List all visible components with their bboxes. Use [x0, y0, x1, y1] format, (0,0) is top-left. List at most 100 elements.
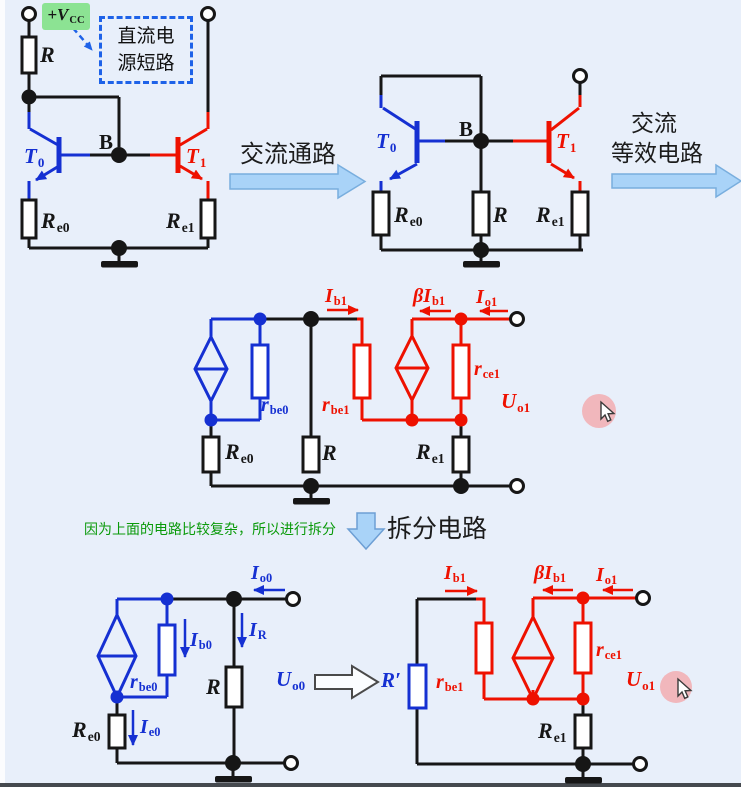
down-arrow-split	[346, 512, 386, 551]
resistor-rbe1	[352, 343, 372, 400]
label-rbe0: rbe0	[130, 671, 158, 695]
label-T0: T0	[376, 129, 397, 155]
terminal-output	[635, 590, 651, 606]
t1-emitter-arrow	[179, 164, 203, 181]
label-Io0: Io0	[251, 562, 273, 586]
label-Ib0: Ib0	[190, 629, 212, 653]
t1-wires-red	[513, 95, 582, 192]
node-blue	[160, 592, 174, 606]
resistor-Re0	[201, 435, 221, 474]
wires-blue	[209, 317, 262, 422]
resistor-Re1	[451, 435, 471, 474]
label-T1: T1	[556, 129, 577, 155]
label-Ie0: Ie0	[140, 716, 161, 740]
mouse-pointer-icon	[600, 400, 616, 423]
ground-node	[575, 756, 591, 772]
node-red	[576, 591, 590, 605]
resistor-Re1	[573, 713, 593, 750]
right-arrow-ac-path	[229, 163, 367, 200]
terminal-ground	[283, 755, 299, 771]
label-R: R	[493, 202, 508, 227]
label-B: B	[459, 117, 474, 141]
terminal-output	[285, 591, 301, 607]
node-black	[303, 311, 319, 327]
label-R: R	[40, 42, 55, 67]
resistor-Re0	[107, 713, 127, 750]
node-red	[405, 413, 419, 427]
dc-short-line1: 直流电	[117, 26, 175, 47]
label-rce1: rce1	[596, 639, 622, 663]
label-Io1: Io1	[596, 564, 618, 588]
node-black	[226, 591, 242, 607]
label-IR: IR	[249, 619, 267, 643]
label-rbe1: rbe1	[322, 394, 350, 418]
label-T1: T1	[186, 144, 207, 170]
resistor-Re1	[570, 190, 590, 237]
label-Re1: Re1	[536, 202, 565, 229]
ground-symbol	[565, 777, 602, 784]
circuit-ac-equivalent	[193, 305, 525, 505]
label-Uo0: Uo0	[276, 667, 306, 693]
t1-wires-red	[150, 112, 210, 200]
right-arrow-ac-equivalent	[611, 163, 741, 199]
label-R: R	[206, 674, 221, 699]
resistor-rce1	[451, 343, 471, 400]
left-edge-strip	[0, 0, 5, 787]
t0-wires-blue	[27, 112, 90, 200]
label-Uo1: Uo1	[501, 389, 531, 415]
node-red	[454, 413, 468, 427]
junction-node	[21, 89, 37, 105]
terminal-output	[572, 68, 588, 84]
label-Re1: Re1	[166, 208, 195, 235]
terminal-ground	[509, 478, 525, 494]
resistor-rbe1	[474, 621, 494, 675]
t0-emitter-arrow	[389, 162, 418, 181]
label-beta-Ib1: βIb1	[534, 562, 567, 586]
resistor-rbe0	[157, 623, 177, 677]
node-red	[454, 312, 468, 326]
circuit-split-right	[407, 585, 651, 784]
node-blue	[204, 413, 218, 427]
label-Re0: Re0	[72, 717, 101, 744]
label-T0: T0	[24, 144, 45, 170]
vcc-highlight-badge: +VCC	[42, 3, 90, 30]
cursor-highlight-1	[582, 394, 616, 428]
caption-ac-equiv-line2: 等效电路	[611, 141, 703, 166]
ground-node	[473, 242, 489, 258]
label-Re0: Re0	[225, 439, 254, 466]
label-Re1: Re1	[538, 718, 567, 745]
mouse-pointer-icon	[677, 677, 693, 700]
resistor-R-prime	[407, 663, 428, 710]
terminal-output	[509, 311, 525, 327]
controlled-source-diamond-red	[394, 332, 430, 404]
hollow-arrow-equivalence	[314, 664, 380, 700]
dc-short-callout-box: 直流电 源短路	[99, 16, 193, 84]
split-note: 因为上面的电路比较复杂，所以进行拆分	[84, 523, 336, 538]
circuit-original-with-vcc	[20, 6, 217, 268]
node-blue	[110, 690, 124, 704]
label-Re0: Re0	[41, 208, 70, 235]
terminal-vcc	[21, 6, 37, 22]
node-blue	[253, 312, 267, 326]
bottom-edge-strip	[0, 783, 741, 787]
resistor-rbe0	[250, 343, 270, 400]
resistor-R	[20, 35, 38, 75]
label-rbe0: rbe0	[261, 394, 289, 418]
label-Io1: Io1	[476, 286, 498, 310]
t0-collector	[382, 106, 418, 132]
resistor-rce1	[573, 621, 593, 675]
annotation-arrow	[72, 27, 93, 51]
ground-node	[225, 755, 241, 771]
label-B: B	[99, 130, 114, 154]
ground-symbol	[463, 261, 500, 268]
node-red	[526, 692, 540, 706]
label-Re0: Re0	[394, 202, 423, 229]
label-rce1: rce1	[474, 358, 500, 382]
label-R: R	[322, 440, 337, 465]
dc-short-line2: 源短路	[117, 53, 175, 74]
ground-symbol	[215, 776, 252, 783]
caption-split-circuit: 拆分电路	[387, 516, 488, 543]
label-rbe1: rbe1	[436, 671, 464, 695]
